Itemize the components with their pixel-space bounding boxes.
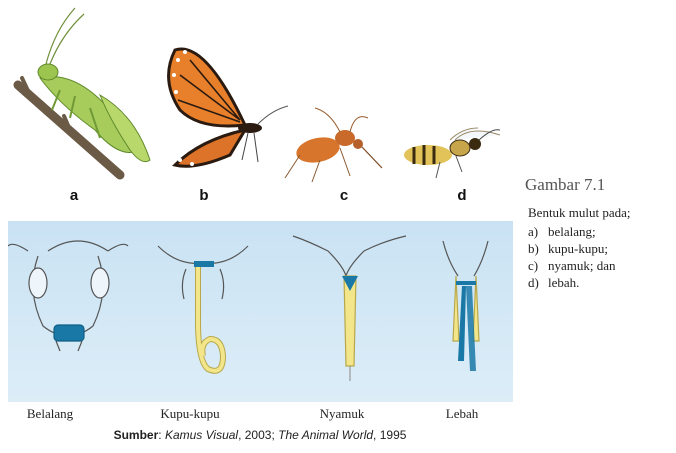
mouth-label-kupu-kupu: Kupu-kupu xyxy=(140,406,240,422)
caption-item: d)lebah. xyxy=(528,275,616,292)
caption-item-text: kupu-kupu; xyxy=(548,241,608,256)
figure-caption-intro: Bentuk mulut pada; xyxy=(528,205,631,221)
caption-item-text: lebah. xyxy=(548,275,579,290)
bee-mouth-diagram xyxy=(443,241,488,371)
figure-source: Sumber: Kamus Visual, 2003; The Animal W… xyxy=(0,428,520,442)
caption-item-marker: a) xyxy=(528,224,548,240)
insect-letter: b xyxy=(194,187,214,204)
grasshopper-mouth-diagram xyxy=(8,241,128,351)
insect-letter: c xyxy=(334,187,354,204)
butterfly-illustration xyxy=(169,49,288,166)
bee-illustration xyxy=(404,128,500,178)
grasshopper-illustration xyxy=(18,8,150,175)
mouthparts-panel xyxy=(8,221,513,402)
figure-caption-list: a)belalang; b)kupu-kupu; c)nyamuk; dan d… xyxy=(528,224,616,292)
mosquito-mouth-diagram xyxy=(293,236,406,381)
mouth-label-belalang: Belalang xyxy=(0,406,100,422)
caption-item-marker: b) xyxy=(528,241,548,257)
caption-item-marker: c) xyxy=(528,258,548,274)
caption-item: a)belalang; xyxy=(528,224,616,241)
mouth-label-lebah: Lebah xyxy=(412,406,512,422)
mouth-label-nyamuk: Nyamuk xyxy=(292,406,392,422)
figure-caption-title: Gambar 7.1 xyxy=(525,175,605,195)
source-suffix: , 1995 xyxy=(373,428,406,442)
caption-item-text: nyamuk; dan xyxy=(548,258,616,273)
butterfly-mouth-diagram xyxy=(158,246,248,371)
insect-letter: a xyxy=(64,187,84,204)
mouthparts-diagram xyxy=(8,221,513,402)
mosquito-illustration xyxy=(285,108,382,182)
insect-illustrations xyxy=(0,0,520,210)
source-title-1: Kamus Visual xyxy=(165,428,238,442)
source-title-2: The Animal World xyxy=(278,428,373,442)
caption-item-marker: d) xyxy=(528,275,548,291)
source-prefix: Sumber xyxy=(114,428,159,442)
source-mid: , 2003; xyxy=(238,428,278,442)
source-colon: : xyxy=(158,428,165,442)
insect-letter: d xyxy=(452,187,472,204)
caption-item: b)kupu-kupu; xyxy=(528,241,616,258)
caption-item-text: belalang; xyxy=(548,224,596,239)
caption-item: c)nyamuk; dan xyxy=(528,258,616,275)
